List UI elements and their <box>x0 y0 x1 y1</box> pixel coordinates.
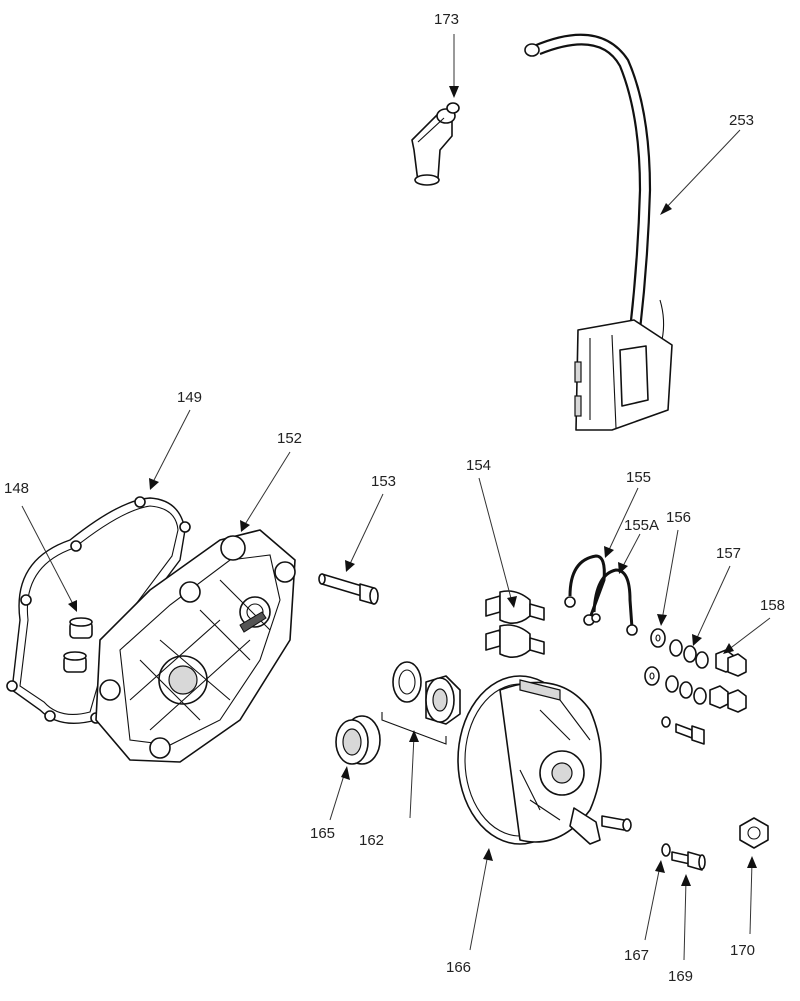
callout-158: 158 <box>760 597 785 614</box>
part-148-dowel-pins <box>63 617 93 673</box>
callout-253: 253 <box>729 112 754 129</box>
part-253-ignition-coil <box>524 33 673 431</box>
part-155-ground-straps <box>564 554 638 636</box>
callout-167: 167 <box>624 947 649 964</box>
callout-153: 153 <box>371 473 396 490</box>
part-158-nuts <box>709 649 747 713</box>
callout-162: 162 <box>359 832 384 849</box>
part-167-washer <box>661 843 671 857</box>
callout-157: 157 <box>716 545 741 562</box>
callout-173: 173 <box>434 11 459 28</box>
callout-labels: 173 253 149 148 152 153 154 155 155A 156… <box>4 11 785 985</box>
callout-156: 156 <box>666 509 691 526</box>
callout-149: 149 <box>177 389 202 406</box>
part-154-rubber-mounts <box>485 590 545 658</box>
part-170-nut <box>739 817 769 849</box>
part-166-stator-assembly <box>457 675 632 845</box>
part-screw-small <box>661 716 705 745</box>
part-169-screw <box>671 851 706 871</box>
callout-148: 148 <box>4 480 29 497</box>
callout-170: 170 <box>730 942 755 959</box>
part-165-oil-seal <box>335 715 381 765</box>
callout-154: 154 <box>466 457 491 474</box>
callout-155: 155 <box>626 469 651 486</box>
part-152-ignition-cover <box>95 529 296 763</box>
part-162-spacer-set <box>381 661 461 745</box>
part-156-157-washers <box>644 628 709 705</box>
leader-lines <box>21 34 771 961</box>
part-153-screw <box>318 573 379 605</box>
part-173-spark-plug-cap <box>411 102 460 186</box>
callout-169: 169 <box>668 968 693 985</box>
callout-166: 166 <box>446 959 471 976</box>
callout-152: 152 <box>277 430 302 447</box>
callout-165: 165 <box>310 825 335 842</box>
callout-155a: 155A <box>624 517 659 534</box>
